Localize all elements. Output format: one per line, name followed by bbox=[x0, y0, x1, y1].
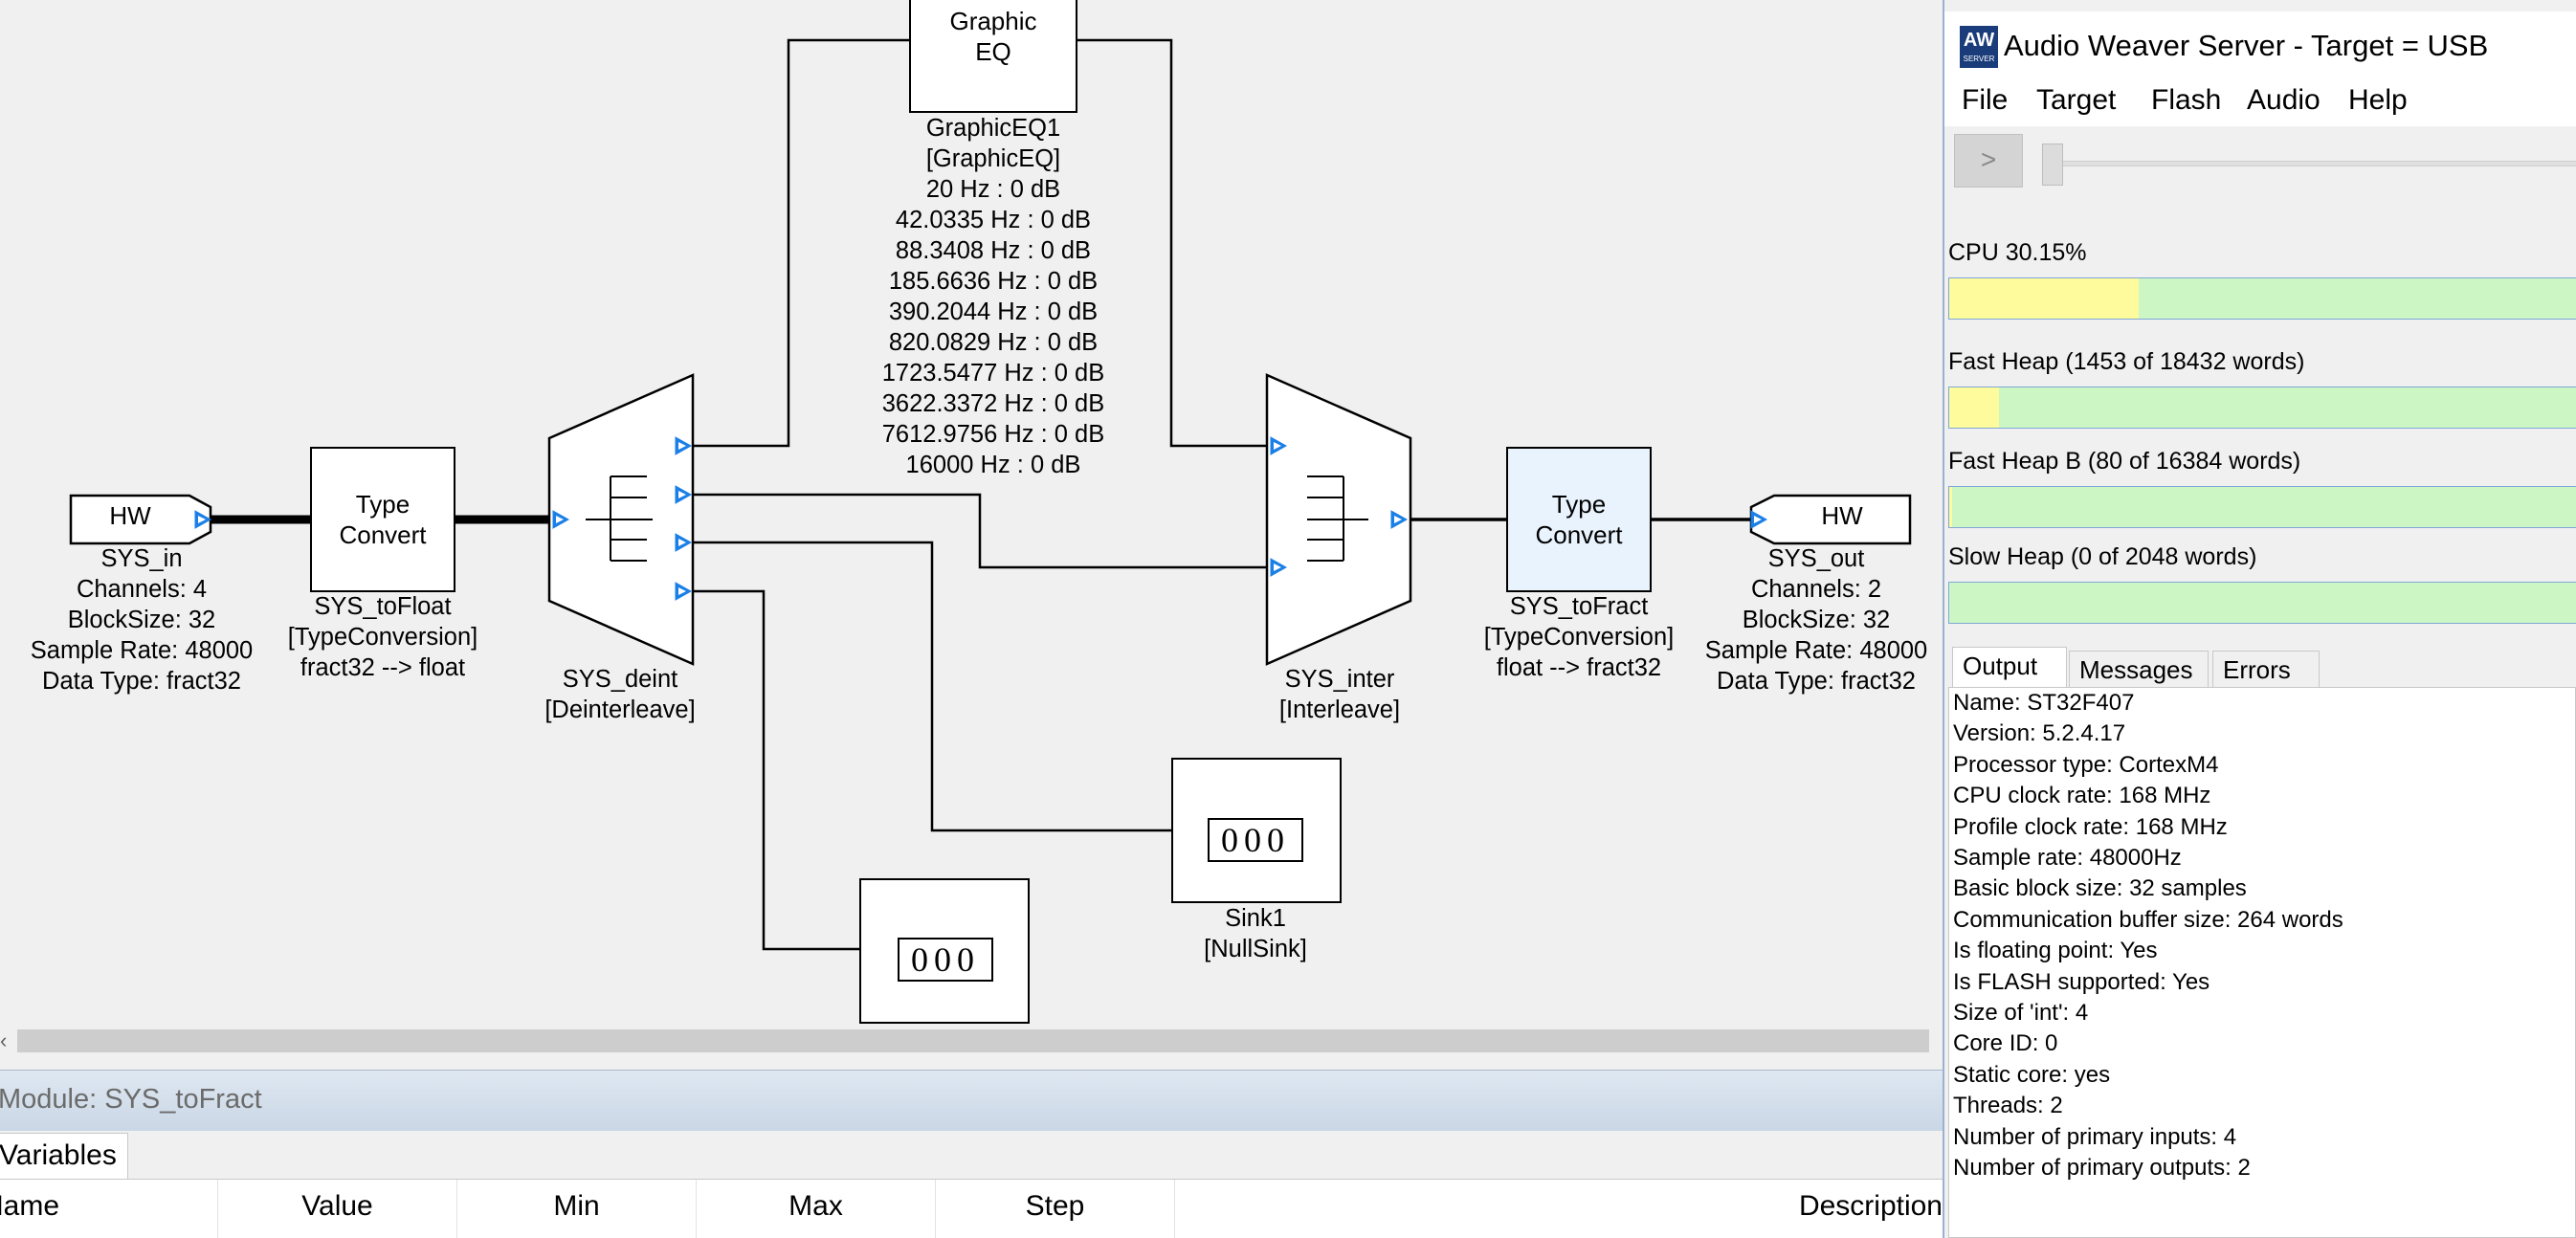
cpu-meter bbox=[1948, 277, 2576, 320]
variables-table-header: Name Value Min Max Step Description bbox=[0, 1180, 1943, 1238]
sink1-counter: 000 bbox=[1208, 818, 1303, 862]
inter-symbol bbox=[1307, 475, 1368, 562]
wire-deint-inter bbox=[693, 493, 1269, 569]
col-description[interactable]: Description bbox=[1798, 1190, 1943, 1222]
tab-messages[interactable]: Messages bbox=[2069, 651, 2209, 687]
output-line: Profile clock rate: 168 MHz bbox=[1953, 813, 2228, 840]
hw-out-label: HW bbox=[1821, 501, 1863, 530]
server-toolbar: > bbox=[1944, 126, 2576, 197]
output-line: Static core: yes bbox=[1953, 1061, 2111, 1088]
menu-flash[interactable]: Flash bbox=[2151, 84, 2222, 116]
col-min[interactable]: Min bbox=[457, 1180, 697, 1238]
output-line: Number of primary outputs: 2 bbox=[1953, 1155, 2251, 1181]
tab-errors[interactable]: Errors bbox=[2212, 651, 2320, 687]
graphic-eq-block-label: Graphic EQ bbox=[949, 7, 1037, 66]
module-title: Module: SYS_toFract bbox=[0, 1084, 262, 1115]
deint-symbol bbox=[586, 475, 653, 562]
to-float-info: SYS_toFloat [TypeConversion] fract32 -->… bbox=[287, 593, 478, 681]
output-line: Threads: 2 bbox=[1953, 1093, 2063, 1119]
menu-help[interactable]: Help bbox=[2348, 84, 2408, 116]
output-line: Processor type: CortexM4 bbox=[1953, 751, 2219, 778]
to-fract-info: SYS_toFract [TypeConversion] float --> f… bbox=[1483, 593, 1675, 681]
output-line: CPU clock rate: 168 MHz bbox=[1953, 783, 2211, 809]
output-line: Size of 'int': 4 bbox=[1953, 1000, 2089, 1026]
deint-info: SYS_deint [Deinterleave] bbox=[544, 666, 696, 723]
wire-geq-inter bbox=[1076, 38, 1269, 448]
fast-heap-b-meter-fill bbox=[1949, 487, 1953, 527]
module-panel-header: Module: SYS_toFract bbox=[0, 1070, 1943, 1132]
graphic-eq-block[interactable]: Graphic EQ bbox=[909, 0, 1077, 113]
tab-variables[interactable]: Variables bbox=[0, 1133, 128, 1179]
module-tabbar: Variables bbox=[0, 1131, 1943, 1180]
fast-heap-meter-fill bbox=[1949, 387, 1999, 428]
hw-in-info: SYS_in Channels: 4 BlockSize: 32 Sample … bbox=[30, 545, 254, 695]
menu-audio[interactable]: Audio bbox=[2247, 84, 2321, 116]
play-button[interactable]: > bbox=[1954, 134, 2023, 188]
fast-heap-b-label: Fast Heap B (80 of 16384 words) bbox=[1948, 448, 2301, 475]
layout-canvas[interactable]: HW HW Type Convert Type Convert Graphic … bbox=[0, 0, 1943, 1024]
col-max[interactable]: Max bbox=[697, 1180, 936, 1238]
hw-in-label: HW bbox=[109, 501, 151, 530]
scrollbar-thumb[interactable] bbox=[17, 1029, 1929, 1052]
hw-in-block bbox=[69, 494, 212, 545]
to-float-block[interactable]: Type Convert bbox=[310, 447, 455, 592]
cpu-meter-fill bbox=[1949, 278, 2140, 319]
graphic-eq-info: GraphicEQ1 [GraphicEQ] 20 Hz : 0 dB 42.0… bbox=[881, 115, 1105, 478]
fast-heap-b-meter bbox=[1948, 486, 2576, 528]
slow-heap-meter bbox=[1948, 582, 2576, 624]
to-float-block-label: Type Convert bbox=[339, 490, 427, 549]
menu-file[interactable]: File bbox=[1962, 84, 2009, 116]
inter-info: SYS_inter [Interleave] bbox=[1278, 666, 1401, 723]
output-line: Sample rate: 48000Hz bbox=[1953, 845, 2182, 871]
to-fract-block[interactable]: Type Convert bbox=[1506, 447, 1652, 592]
to-fract-block-label: Type Convert bbox=[1535, 490, 1623, 549]
output-tabbar: Output Messages Errors bbox=[1944, 647, 2576, 687]
server-title: Audio Weaver Server - Target = USB bbox=[2004, 29, 2489, 62]
output-line: Number of primary inputs: 4 bbox=[1953, 1123, 2237, 1150]
output-line: Core ID: 0 bbox=[1953, 1030, 2058, 1057]
output-line: Is FLASH supported: Yes bbox=[1953, 968, 2210, 995]
menu-target[interactable]: Target bbox=[2036, 84, 2117, 116]
wire-deint-sink2 bbox=[693, 589, 861, 951]
sink1-info: Sink1 [NullSink] bbox=[1204, 905, 1307, 962]
tab-output[interactable]: Output bbox=[1952, 647, 2067, 687]
cpu-label: CPU 30.15% bbox=[1948, 239, 2087, 266]
output-line: Version: 5.2.4.17 bbox=[1953, 720, 2126, 747]
wire-deint-geq bbox=[693, 38, 909, 448]
output-line: Is floating point: Yes bbox=[1953, 938, 2158, 964]
volume-slider-thumb[interactable] bbox=[2042, 144, 2063, 186]
hw-out-info: SYS_out Channels: 2 BlockSize: 32 Sample… bbox=[1704, 545, 1928, 695]
fast-heap-label: Fast Heap (1453 of 18432 words) bbox=[1948, 348, 2305, 375]
scroll-left-arrow-icon[interactable]: ‹ bbox=[0, 1028, 8, 1052]
server-menubar: File Target Flash Audio Help bbox=[1944, 78, 2576, 126]
fast-heap-meter bbox=[1948, 387, 2576, 429]
col-name[interactable]: Name bbox=[0, 1180, 218, 1238]
sink2-counter: 000 bbox=[898, 938, 993, 982]
output-line: Basic block size: 32 samples bbox=[1953, 875, 2247, 902]
wire-deint-sink1 bbox=[693, 541, 1173, 832]
output-line: Communication buffer size: 264 words bbox=[1953, 906, 2343, 933]
hw-out-block bbox=[1749, 494, 1912, 545]
col-value[interactable]: Value bbox=[218, 1180, 457, 1238]
volume-slider-track[interactable] bbox=[2045, 161, 2576, 166]
col-step[interactable]: Step bbox=[936, 1180, 1175, 1238]
slow-heap-label: Slow Heap (0 of 2048 words) bbox=[1948, 543, 2257, 570]
wire-layer bbox=[69, 31, 1912, 959]
horizontal-scrollbar[interactable]: ‹ bbox=[0, 1026, 1935, 1056]
output-line: Name: ST32F407 bbox=[1953, 690, 2135, 716]
